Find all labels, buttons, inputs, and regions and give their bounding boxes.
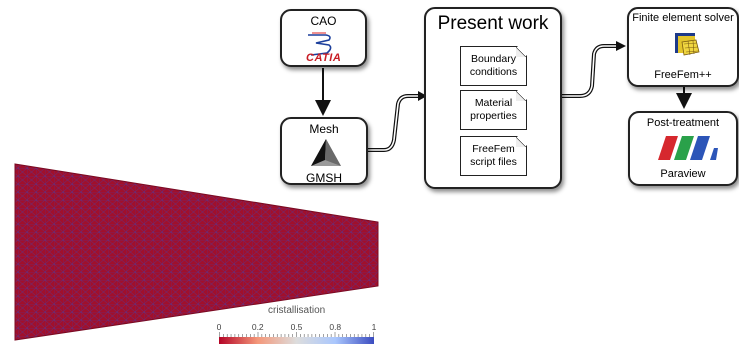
doc-label: Boundary conditions bbox=[469, 53, 518, 78]
colorbar-tick: 0.2 bbox=[251, 322, 264, 332]
doc-material-properties: Material properties bbox=[460, 90, 527, 130]
freefem-label: FreeFem++ bbox=[654, 69, 712, 81]
paraview-label: Paraview bbox=[660, 168, 706, 180]
cao-label: CAO bbox=[310, 14, 337, 28]
colorbar-tick: 0.5 bbox=[290, 322, 303, 332]
cao-box: CAO CATIA bbox=[280, 9, 367, 67]
colorbar-gradient bbox=[219, 337, 374, 344]
catia-logo-text: CATIA bbox=[306, 52, 342, 64]
catia-logo-icon bbox=[308, 32, 332, 56]
gmsh-label: GMSH bbox=[306, 171, 342, 185]
paraview-logo-icon bbox=[658, 136, 718, 160]
mesh-box: Mesh GMSH bbox=[280, 117, 368, 185]
colorbar-title: cristallisation bbox=[268, 305, 326, 316]
post-treatment-box: Post-treatment Paraview bbox=[628, 111, 738, 186]
doc-label: Material properties bbox=[470, 97, 517, 122]
doc-boundary-conditions: Boundary conditions bbox=[460, 46, 527, 86]
present-work-title: Present work bbox=[437, 13, 549, 34]
colorbar-minor-ticks bbox=[219, 332, 374, 337]
colorbar-tick: 0 bbox=[216, 322, 222, 332]
doc-freefem-script-files: FreeFem script files bbox=[460, 136, 527, 176]
colorbar-tick: 0.8 bbox=[329, 322, 342, 332]
solver-label: Finite element solver bbox=[632, 12, 734, 24]
solver-box: Finite element solver FreeFem++ bbox=[627, 7, 739, 87]
post-treatment-label: Post-treatment bbox=[646, 117, 720, 129]
colorbar-scale: 0 0.2 0.5 0.8 1 bbox=[216, 322, 377, 344]
doc-label: FreeFem script files bbox=[470, 143, 517, 168]
colorbar-tick: 1 bbox=[371, 322, 377, 332]
simulation-mesh bbox=[14, 163, 379, 341]
gmsh-logo-icon bbox=[311, 139, 341, 166]
arrow-present-to-solver bbox=[562, 44, 618, 98]
freefem-logo-icon bbox=[675, 33, 700, 56]
present-work-box: Present work Boundary conditions Materia… bbox=[424, 7, 562, 189]
mesh-label: Mesh bbox=[309, 122, 339, 136]
